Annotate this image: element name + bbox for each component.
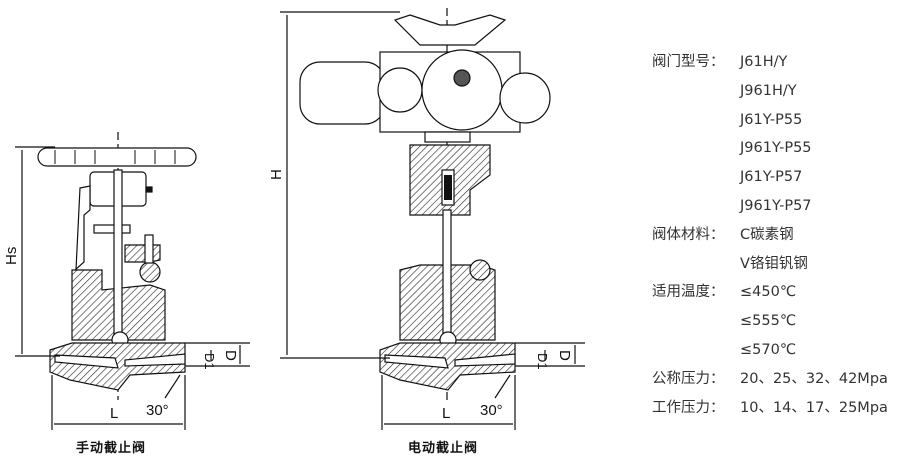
gearbox [421, 49, 503, 131]
spec-model-cont: J61Y-P57 [652, 163, 888, 192]
d-label: D [556, 350, 573, 361]
spec-label: 工作压力： [652, 399, 725, 416]
hs-label: Hs [3, 247, 20, 265]
spec-value: J961H/Y [740, 82, 797, 99]
actuator-handwheel [393, 14, 507, 46]
spec-nominal-pressure: 公称压力： 20、25、32、42Mpa [652, 365, 888, 394]
electric-valve-caption: 电动截止阀 [408, 441, 479, 456]
spacer [652, 163, 740, 192]
spec-temperature-cont: ≤570℃ [652, 336, 888, 365]
spec-value: ≤450℃ [740, 284, 797, 301]
spec-material-cont: V铬钼钒钢 [652, 250, 888, 279]
spec-value: J61H/Y [740, 54, 788, 70]
spec-working-pressure: 工作压力： 10、14、17、25Mpa [652, 394, 888, 423]
spec-value: 10、14、17、25Mpa [740, 399, 888, 416]
spec-value: J961Y-P55 [740, 140, 812, 157]
spec-value: V铬钼钒钢 [740, 255, 808, 272]
spec-label: 阀门型号： [652, 54, 725, 70]
spec-list: 阀门型号： J61H/Y J961H/Y J61Y-P55 J961Y-P55 J… [652, 48, 888, 422]
d1-label: D1 [202, 353, 217, 370]
spacer [652, 250, 740, 279]
spacer [652, 336, 740, 365]
manual-globe-valve [15, 132, 250, 430]
spec-model-cont: J61Y-P55 [652, 106, 888, 135]
spec-temperature-cont: ≤555℃ [652, 307, 888, 336]
spec-value: J61Y-P57 [740, 169, 803, 186]
angle-label: 30° [480, 402, 503, 419]
spacer [652, 307, 740, 336]
spec-model-cont: J961H/Y [652, 77, 888, 106]
spec-model-cont: J961Y-P55 [652, 134, 888, 163]
spacer [652, 192, 740, 221]
spec-value: 20、25、32、42Mpa [740, 370, 888, 387]
handwheel [37, 147, 197, 167]
l-label: L [110, 405, 118, 422]
spec-value: ≤555℃ [740, 313, 797, 330]
manual-valve-caption: 手动截止阀 [76, 441, 147, 456]
motor [299, 61, 386, 125]
spacer [652, 134, 740, 163]
stem [113, 169, 123, 341]
d-label: D [222, 350, 239, 361]
spec-value: C碳素钢 [740, 226, 794, 243]
spec-model: 阀门型号： J61H/Y [652, 48, 888, 77]
d1-label: D1 [535, 353, 550, 370]
spec-model-cont: J961Y-P57 [652, 192, 888, 221]
l-label: L [442, 405, 450, 422]
stem [442, 209, 452, 341]
spec-label: 适用温度： [652, 284, 725, 301]
spacer [652, 106, 740, 135]
spec-value: ≤570℃ [740, 341, 797, 358]
spec-value: J61Y-P55 [740, 111, 803, 128]
spec-material: 阀体材料： C碳素钢 [652, 221, 888, 250]
spec-value: J961Y-P57 [740, 197, 812, 214]
spec-temperature: 适用温度： ≤450℃ [652, 278, 888, 307]
angle-label: 30° [146, 402, 169, 419]
h-label: H [268, 169, 285, 180]
spec-label: 公称压力： [652, 370, 725, 387]
spacer [652, 77, 740, 106]
spec-label: 阀体材料： [652, 226, 725, 243]
electric-globe-valve [280, 8, 585, 430]
